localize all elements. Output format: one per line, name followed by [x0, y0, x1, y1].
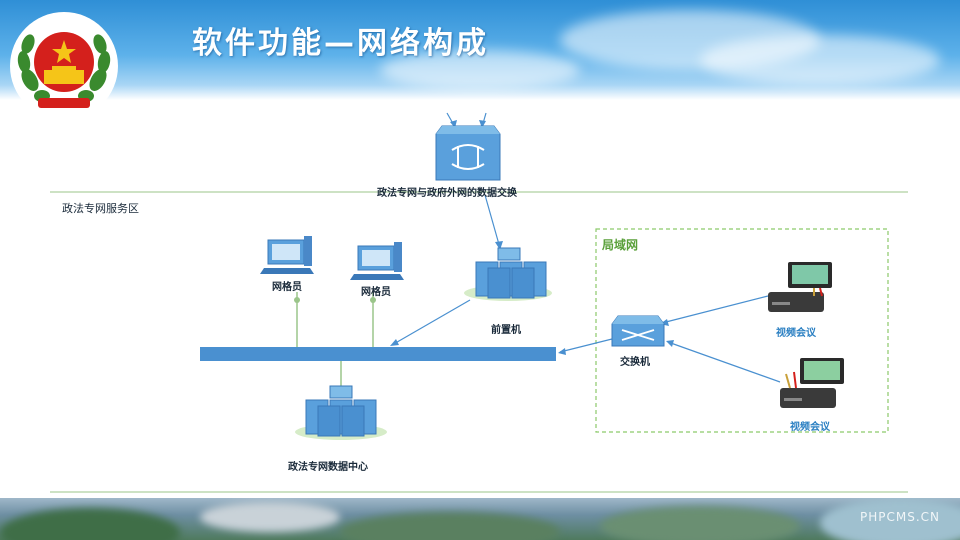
lan-zone-box: [595, 228, 889, 433]
switch-label: 交换机: [620, 357, 650, 368]
workstation-2-label: 网格员: [361, 287, 391, 298]
exchange-switch-icon: [435, 125, 501, 181]
exchange-label: 政法专网与政府外网的数据交换: [377, 188, 517, 199]
datacenter-server-icon: [295, 385, 387, 440]
national-emblem-icon: [10, 12, 118, 120]
network-backbone-bar: [200, 347, 556, 361]
video-conference-2-label: 视频会议: [790, 422, 830, 433]
lan-switch-icon: [611, 315, 665, 347]
datacenter-label: 政法专网数据中心: [288, 462, 368, 473]
watermark: PHPCMS.CN: [859, 510, 940, 524]
workstation-1-label: 网格员: [272, 282, 302, 293]
video-conference-2-icon: [780, 358, 844, 408]
header-banner: [0, 0, 960, 100]
lan-label: 局域网: [602, 238, 639, 252]
workstation-1-icon: [260, 236, 314, 274]
video-conference-1-label: 视频会议: [776, 328, 816, 339]
frontend-label: 前置机: [491, 325, 521, 336]
footer-banner: [0, 498, 960, 540]
page-title: 软件功能—网络构成: [192, 26, 489, 61]
frontend-server-icon: [464, 247, 552, 301]
video-conference-1-icon: [768, 262, 832, 312]
workstation-2-icon: [350, 242, 404, 280]
zone-label: 政法专网服务区: [62, 202, 139, 215]
